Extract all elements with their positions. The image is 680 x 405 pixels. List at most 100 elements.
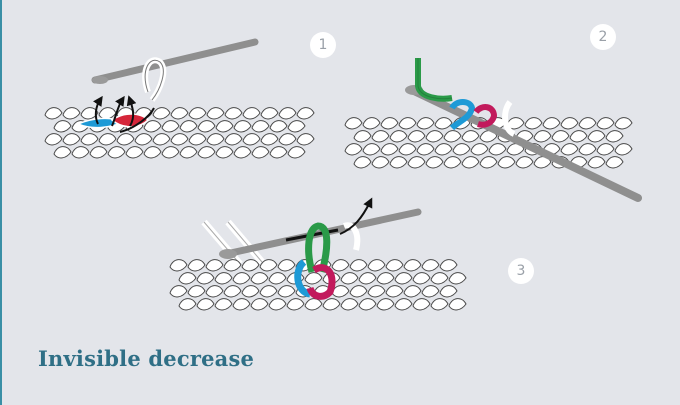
step-number-1: 1 <box>310 32 336 58</box>
crochet-fabric-1 <box>45 108 314 158</box>
stitch <box>269 273 286 284</box>
stitch <box>615 118 632 129</box>
stitch <box>198 147 215 158</box>
stitch <box>297 134 314 145</box>
stitch <box>197 299 214 310</box>
stitch <box>363 144 380 155</box>
stitch <box>404 286 421 297</box>
stitch <box>180 147 197 158</box>
stitch <box>188 286 205 297</box>
stitch <box>198 121 215 132</box>
stitch <box>332 260 349 271</box>
stitch <box>408 131 425 142</box>
stitch <box>54 147 71 158</box>
stitch <box>323 299 340 310</box>
stitch <box>462 157 479 168</box>
stitch <box>99 134 116 145</box>
stitch <box>252 147 269 158</box>
stitch <box>224 260 241 271</box>
stitch <box>381 118 398 129</box>
stitch <box>444 157 461 168</box>
stitch <box>171 108 188 119</box>
stitch <box>588 157 605 168</box>
stitch <box>270 121 287 132</box>
stitch <box>543 118 560 129</box>
stitch <box>449 299 466 310</box>
stitch <box>216 147 233 158</box>
stitch <box>215 273 232 284</box>
stitch <box>108 147 125 158</box>
stitch <box>534 131 551 142</box>
stitch <box>413 273 430 284</box>
stitch <box>350 286 367 297</box>
stitch <box>261 134 278 145</box>
stitch <box>63 134 80 145</box>
crochet-hook-1 <box>95 42 255 80</box>
stitch <box>189 134 206 145</box>
stitch <box>354 157 371 168</box>
stitch <box>480 157 497 168</box>
stitch <box>431 299 448 310</box>
stitch <box>431 273 448 284</box>
stitch <box>179 273 196 284</box>
step-2-illustration <box>345 58 638 198</box>
stitch <box>597 118 614 129</box>
stitch <box>225 134 242 145</box>
stitch <box>377 299 394 310</box>
stitch <box>270 147 287 158</box>
stitch <box>305 273 322 284</box>
stitch <box>359 273 376 284</box>
diagram-title: Invisible decrease <box>38 346 254 371</box>
stitch <box>180 121 197 132</box>
stitch <box>579 118 596 129</box>
stitch <box>243 134 260 145</box>
stitch <box>422 286 439 297</box>
stitch <box>233 299 250 310</box>
stitch <box>498 157 515 168</box>
stitch <box>117 134 134 145</box>
stitch <box>242 260 259 271</box>
stitch <box>243 108 260 119</box>
stitch <box>453 144 470 155</box>
stitch <box>368 260 385 271</box>
stitch <box>390 157 407 168</box>
stitch <box>251 299 268 310</box>
stitch <box>206 260 223 271</box>
stitch <box>162 147 179 158</box>
stitch <box>207 134 224 145</box>
stitch <box>381 144 398 155</box>
stitch <box>252 121 269 132</box>
stitch <box>525 118 542 129</box>
stitch <box>45 134 62 145</box>
stitch <box>269 299 286 310</box>
stitch <box>189 108 206 119</box>
stitch <box>99 108 116 119</box>
stitch <box>408 157 425 168</box>
stitch <box>399 144 416 155</box>
stitch <box>489 144 506 155</box>
stitch <box>279 134 296 145</box>
stitch <box>435 144 452 155</box>
stitch <box>341 299 358 310</box>
stitch <box>570 131 587 142</box>
stitch <box>207 108 224 119</box>
stitch <box>462 131 479 142</box>
stitch <box>350 260 367 271</box>
stitch <box>413 299 430 310</box>
stitch <box>260 286 277 297</box>
stitch <box>279 108 296 119</box>
stitch <box>561 118 578 129</box>
stitch <box>516 157 533 168</box>
stitch <box>216 121 233 132</box>
stitch <box>422 260 439 271</box>
stitch <box>278 286 295 297</box>
stitch <box>345 144 362 155</box>
stitch <box>404 260 421 271</box>
stitch <box>372 157 389 168</box>
stitch <box>162 121 179 132</box>
stitch <box>63 108 80 119</box>
stitch <box>242 286 259 297</box>
stitch <box>215 299 232 310</box>
stitch <box>81 134 98 145</box>
